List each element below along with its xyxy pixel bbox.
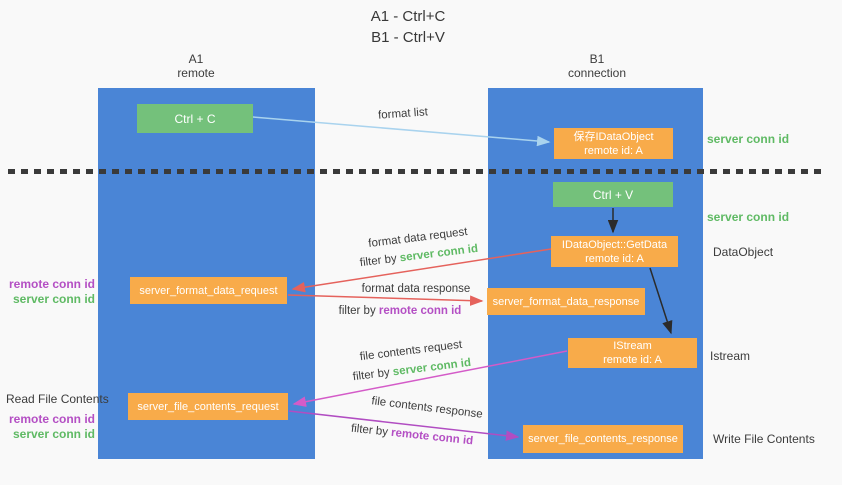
node-getdata-line2: remote id: A (585, 252, 644, 265)
lifeline-left-title: A1 (188, 52, 204, 66)
node-save-dataobject-line2: remote id: A (584, 144, 643, 157)
server-conn-id-text: server conn id (392, 356, 472, 379)
node-format-response-label: server_format_data_response (492, 295, 640, 308)
node-server-file-contents-response: server_file_contents_response (523, 425, 683, 453)
label-write-file-contents: Write File Contents (713, 432, 815, 446)
lifeline-right-title: B1 (589, 52, 605, 66)
filter-by-text: filter by (352, 366, 394, 384)
node-ctrl-c: Ctrl + C (137, 104, 253, 133)
phase-separator-dotted-line (8, 169, 823, 174)
node-ctrl-c-label: Ctrl + C (174, 111, 216, 126)
node-file-request-label: server_file_contents_request (137, 400, 279, 413)
label-file-contents-response-filter: filter by remote conn id (312, 418, 512, 454)
node-ctrl-v-label: Ctrl + V (592, 187, 634, 202)
label-read-file-contents: Read File Contents (6, 392, 109, 406)
node-getdata-line1: IDataObject::GetData (561, 238, 668, 251)
node-istream-line2: remote id: A (603, 354, 662, 366)
remote-conn-id-text: remote conn id (378, 305, 462, 317)
label-server-conn-id-bottom-left: server conn id (12, 427, 95, 441)
node-server-format-data-request: server_format_data_request (130, 277, 287, 304)
lifeline-header-right: B1 connection (537, 52, 657, 80)
node-idataobject-getdata: IDataObject::GetData remote id: A (551, 236, 678, 267)
label-remote-conn-id-top-left: remote conn id (8, 277, 95, 291)
lifeline-left-subtitle: remote (177, 66, 215, 80)
node-file-response-label: server_file_contents_response (528, 433, 678, 445)
lifeline-header-left: A1 remote (136, 52, 256, 80)
node-server-file-contents-request: server_file_contents_request (128, 393, 288, 420)
node-save-dataobject-line1: 保存IDataObject (573, 130, 654, 143)
title-line-b1: B1 - Ctrl+V (371, 29, 445, 46)
node-save-dataobject: 保存IDataObject remote id: A (554, 128, 673, 159)
filter-by-text: filter by (338, 305, 379, 317)
diagram-title: A1 - Ctrl+C B1 - Ctrl+V (308, 6, 508, 48)
title-line-a1: A1 - Ctrl+C (370, 8, 446, 25)
node-istream-line1: IStream (613, 340, 652, 352)
label-server-conn-id-top-left: server conn id (12, 292, 95, 306)
lifeline-right-subtitle: connection (567, 66, 627, 80)
label-server-conn-id-mid-right: server conn id (707, 210, 790, 224)
label-remote-conn-id-bottom-left: remote conn id (8, 412, 95, 426)
node-ctrl-v: Ctrl + V (553, 182, 673, 207)
filter-by-text: filter by (359, 252, 401, 270)
label-format-data-response: format data response (361, 283, 471, 295)
label-dataobject: DataObject (713, 245, 774, 259)
node-istream: IStream remote id: A (568, 338, 697, 368)
label-istream: Istream (710, 349, 751, 363)
node-format-request-label: server_format_data_request (139, 284, 278, 297)
label-server-conn-id-top-right: server conn id (707, 132, 790, 146)
node-server-format-data-response: server_format_data_response (487, 288, 645, 315)
filter-by-text: filter by (350, 422, 392, 439)
label-format-data-response-filter: filter by remote conn id (300, 304, 500, 319)
remote-conn-id-text: remote conn id (390, 426, 474, 448)
label-format-list: format list (377, 106, 429, 122)
